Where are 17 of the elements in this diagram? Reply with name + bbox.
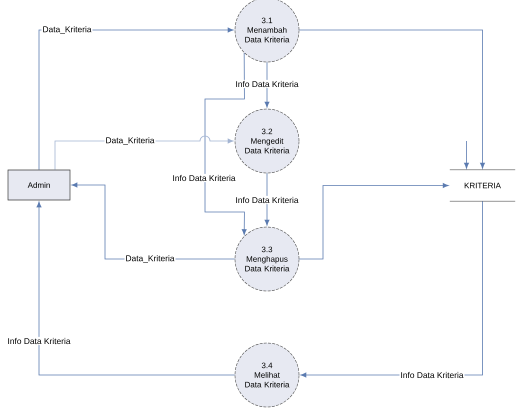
edge-label: Info Data Kriteria bbox=[234, 80, 300, 88]
arrow bbox=[36, 202, 236, 376]
arrow bbox=[204, 52, 247, 235]
edge-label: Data_Kriteria bbox=[42, 25, 93, 35]
edge-label: Info Data Kriteria bbox=[234, 196, 300, 204]
arrow bbox=[264, 172, 270, 226]
edge-label: Info Data Kriteria bbox=[6, 336, 72, 346]
edge-label: Data_Kriteria bbox=[124, 254, 176, 264]
arrow bbox=[264, 62, 270, 108]
data-store: KRITERIA bbox=[449, 169, 516, 202]
edge-label: Data_Kriteria bbox=[104, 136, 156, 146]
arrow bbox=[464, 140, 469, 169]
edge-label: Info Data Kriteria bbox=[172, 174, 237, 182]
arrow bbox=[298, 30, 485, 169]
entity-box: Admin bbox=[8, 170, 70, 200]
edge-label: Info Data Kriteria bbox=[400, 370, 465, 380]
arrow bbox=[298, 183, 449, 260]
